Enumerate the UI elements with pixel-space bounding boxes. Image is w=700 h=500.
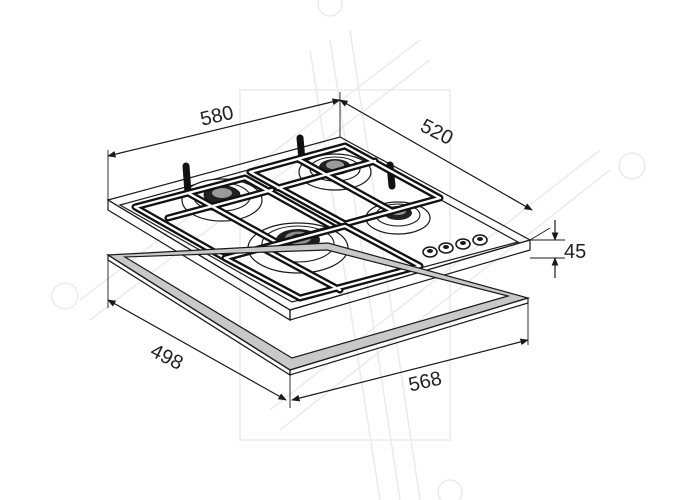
knob-3 xyxy=(455,238,471,250)
dim-cutout-depth-label: 498 xyxy=(147,340,187,375)
dim-height-label: 45 xyxy=(564,241,586,263)
knob-2 xyxy=(438,242,454,254)
control-knobs xyxy=(422,234,488,258)
dim-cutout-width-label: 568 xyxy=(406,368,443,397)
pan-support-front xyxy=(221,222,424,302)
dimension-lines xyxy=(107,92,565,408)
knob-4 xyxy=(472,234,488,246)
knob-1 xyxy=(422,246,438,258)
